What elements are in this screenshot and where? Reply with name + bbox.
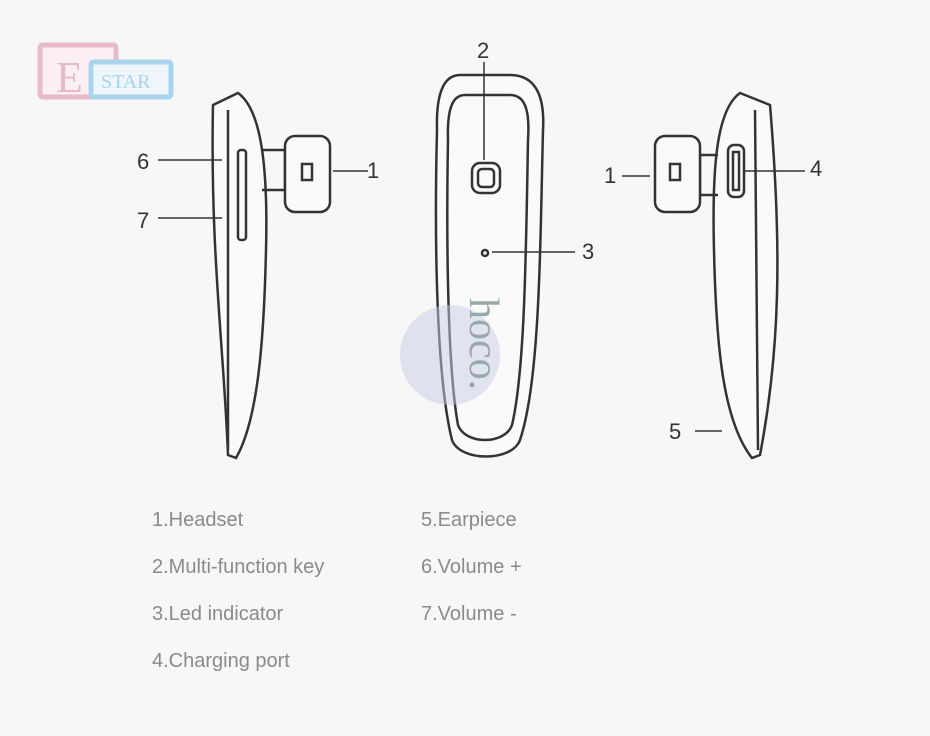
svg-text:STAR: STAR (101, 71, 151, 93)
svg-text:E: E (56, 53, 83, 102)
legend-item: 7.Volume - (421, 603, 517, 625)
legend-item: 6.Volume + (421, 556, 522, 578)
legend-item: 4.Charging port (152, 650, 290, 672)
callout-lines (158, 62, 805, 432)
headset-left-view (211, 91, 332, 460)
callout-6: 6 (137, 149, 149, 174)
callout-5: 5 (669, 419, 681, 444)
legend-item: 1.Headset (152, 509, 244, 531)
callout-2: 2 (477, 38, 489, 63)
legend-item: 3.Led indicator (152, 603, 284, 625)
legend-item: 2.Multi-function key (152, 556, 325, 578)
hoco-watermark: hoco. (400, 298, 506, 405)
callout-3: 3 (582, 239, 594, 264)
callout-4: 4 (810, 156, 822, 181)
callout-numbers: 6 7 1 2 3 1 4 5 (137, 38, 822, 444)
svg-text:hoco.: hoco. (460, 298, 506, 390)
headset-right-view (653, 91, 779, 460)
callout-1-right: 1 (604, 163, 616, 188)
callout-1: 1 (367, 158, 379, 183)
estar-logo: E STAR (37, 42, 174, 102)
callout-7: 7 (137, 208, 149, 233)
legend-item: 5.Earpiece (421, 509, 517, 531)
